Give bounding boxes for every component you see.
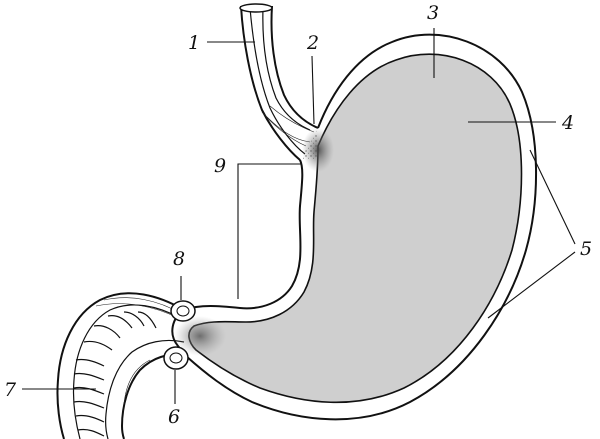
pyloric-sphincter xyxy=(163,300,226,370)
stomach-outer-wall xyxy=(171,33,538,421)
callout-8: 8 xyxy=(173,248,185,270)
callout-9: 9 xyxy=(214,155,226,177)
callout-1: 1 xyxy=(188,32,200,54)
stomach xyxy=(171,33,538,421)
callout-labels: 1 2 3 4 5 6 7 8 9 xyxy=(4,2,592,428)
leader-lines xyxy=(22,28,576,404)
callout-6: 6 xyxy=(168,406,180,428)
leader-5a xyxy=(529,149,576,245)
duodenum xyxy=(56,292,187,439)
callout-7: 7 xyxy=(4,379,17,401)
leader-9 xyxy=(237,163,302,299)
callout-4: 4 xyxy=(561,112,574,134)
callout-2: 2 xyxy=(306,32,319,54)
stomach-lumen xyxy=(188,53,523,404)
duodenal-folds xyxy=(73,311,157,437)
leader-2 xyxy=(311,55,315,125)
leader-5b xyxy=(487,251,576,319)
esophagus xyxy=(239,3,319,161)
callout-5: 5 xyxy=(580,238,592,260)
callout-3: 3 xyxy=(427,2,439,24)
